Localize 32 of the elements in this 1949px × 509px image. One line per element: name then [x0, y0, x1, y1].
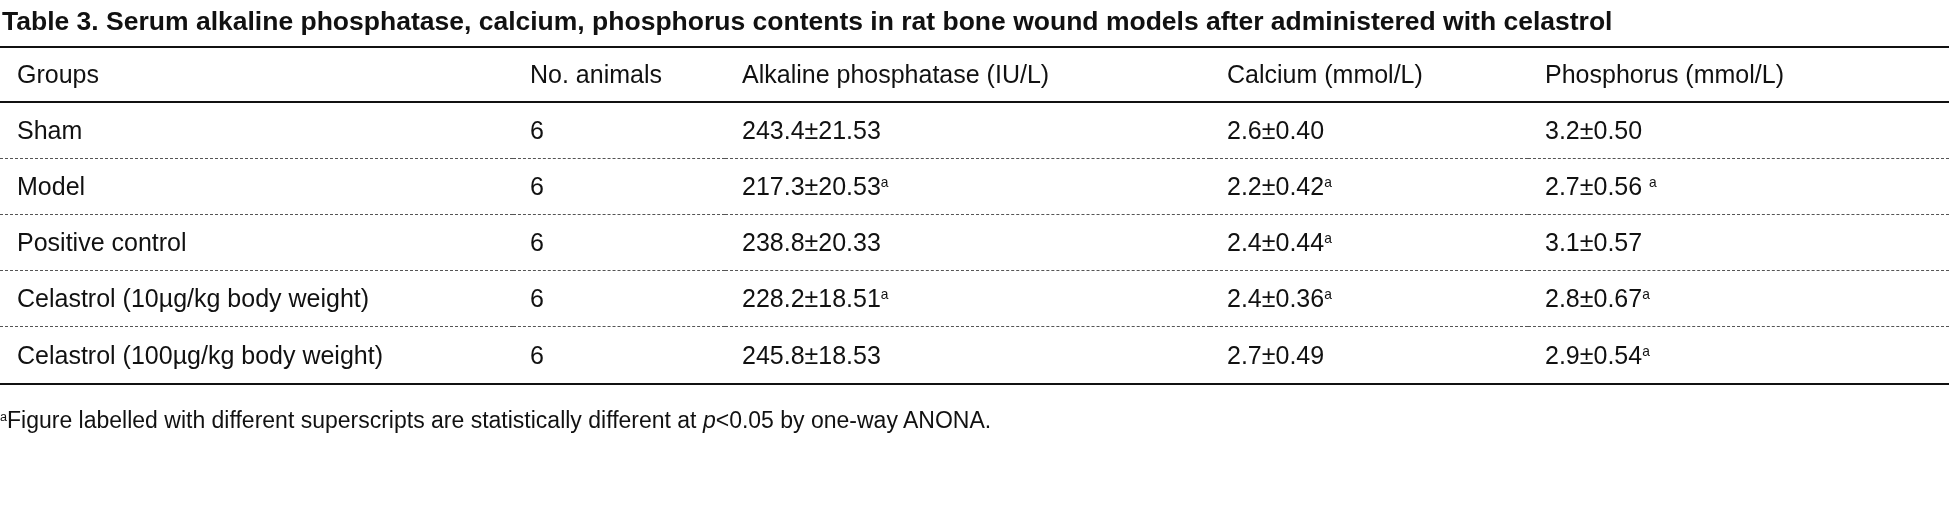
- column-header: Alkaline phosphatase (IU/L): [742, 60, 1050, 89]
- table-cell: 2.9±0.54$^{a}$: [1545, 340, 1650, 370]
- table-cell: Model: [17, 172, 86, 201]
- table-cell: 2.4±0.44$^{a}$: [1227, 228, 1332, 257]
- table-cell: Positive control: [17, 228, 187, 257]
- table-cell: 2.8±0.67$^{a}$: [1545, 284, 1650, 313]
- table-cell: 217.3±20.53$^{a}$: [742, 172, 889, 201]
- table-cell: 3.2±0.50: [1545, 116, 1643, 145]
- table-cell: 243.4±21.53: [742, 116, 881, 145]
- column-header: Groups: [17, 60, 99, 89]
- table-footnote: $^{a}$Figure labelled with different superscripts are statistically different at p<0.05 by one-way ANONA.: [0, 407, 992, 434]
- table-cell: 6: [530, 228, 544, 257]
- table-cell: 2.7±0.56 $^{a}$: [1545, 172, 1657, 201]
- table-cell: 245.8±18.53: [742, 340, 881, 370]
- table-cell: 2.4±0.36$^{a}$: [1227, 284, 1332, 313]
- table-cell: Celastrol (10µg/kg body weight): [17, 284, 370, 313]
- table-cell: 6: [530, 116, 544, 145]
- table-cell: 228.2±18.51$^{a}$: [742, 284, 889, 313]
- table-cell: 2.7±0.49: [1227, 340, 1325, 370]
- column-header: Phosphorus (mmol/L): [1545, 60, 1784, 89]
- table-cell: Sham: [17, 116, 83, 145]
- table-cell: 3.1±0.57: [1545, 228, 1643, 257]
- table-cell: 6: [530, 284, 544, 313]
- table-cell: Celastrol (100µg/kg body weight): [17, 340, 383, 370]
- table-cell: 6: [530, 340, 544, 370]
- column-header: No. animals: [530, 60, 662, 89]
- table-cell: 2.6±0.40: [1227, 116, 1325, 145]
- table-title: Table 3. Serum alkaline phosphatase, calcium, phosphorus contents in rat bone wound models after administered with celastrol: [1, 6, 1613, 37]
- column-header: Calcium (mmol/L): [1227, 60, 1423, 89]
- table-cell: 6: [530, 172, 544, 201]
- table-cell: 2.2±0.42$^{a}$: [1227, 172, 1332, 201]
- table-cell: 238.8±20.33: [742, 228, 881, 257]
